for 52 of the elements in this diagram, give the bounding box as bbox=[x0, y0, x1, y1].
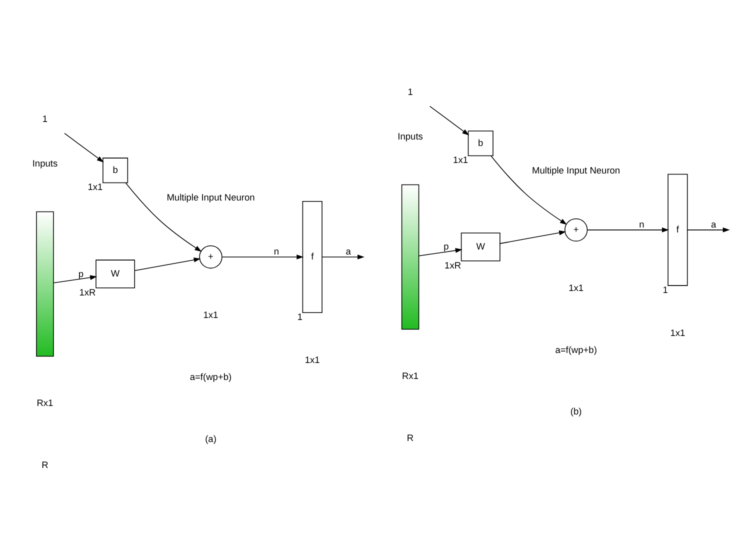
arrow bbox=[490, 155, 567, 225]
node-box: f bbox=[302, 200, 322, 313]
node-box: b bbox=[102, 158, 128, 184]
edge-label: p bbox=[444, 242, 449, 252]
arrow bbox=[322, 254, 364, 260]
node-label: 1x1 bbox=[88, 182, 103, 192]
label: 1x1 bbox=[304, 354, 320, 365]
node-label: 1xR bbox=[444, 260, 462, 270]
arrow bbox=[64, 132, 104, 162]
label: Multiple Input Neuron bbox=[166, 192, 255, 203]
node-text: 1 bbox=[42, 114, 48, 124]
edge-label: n bbox=[274, 246, 280, 256]
arrow bbox=[222, 254, 304, 260]
label: a=f(wp+b) bbox=[190, 372, 232, 382]
label: Rx1 bbox=[36, 398, 54, 408]
node-bar bbox=[36, 211, 54, 357]
node-label: 1 bbox=[662, 284, 668, 295]
label: R bbox=[406, 432, 414, 443]
node-label: 1x1 bbox=[453, 155, 468, 166]
edge-label: n bbox=[639, 219, 644, 230]
node-box: W bbox=[96, 260, 136, 288]
arrow bbox=[500, 230, 566, 244]
node-circle: + bbox=[199, 245, 222, 269]
arrow bbox=[125, 182, 202, 252]
edge-label: p bbox=[78, 268, 84, 279]
arrow bbox=[134, 257, 201, 271]
label: Inputs bbox=[398, 132, 423, 142]
label: 1x1 bbox=[203, 310, 218, 320]
label: Multiple Input Neuron bbox=[532, 166, 620, 176]
arrow bbox=[429, 106, 470, 136]
label: (a) bbox=[205, 434, 216, 444]
label: 1x1 bbox=[568, 283, 584, 294]
node-box: f bbox=[668, 174, 688, 286]
arrow bbox=[687, 227, 730, 232]
node-text: 1 bbox=[408, 86, 413, 97]
arrow bbox=[53, 275, 98, 284]
edge-label: a bbox=[346, 246, 351, 256]
label: Rx1 bbox=[402, 371, 419, 382]
node-box: W bbox=[460, 232, 500, 262]
label: R bbox=[42, 460, 48, 470]
node-circle: + bbox=[564, 218, 588, 242]
node-bar bbox=[401, 184, 420, 330]
arrow bbox=[587, 227, 669, 232]
node-box: b bbox=[468, 130, 494, 156]
label: a=f(wp+b) bbox=[555, 344, 597, 355]
node-label: 1xR bbox=[79, 287, 96, 298]
arrow bbox=[418, 248, 462, 256]
label: Inputs bbox=[32, 158, 58, 169]
node-label: 1 bbox=[297, 312, 303, 322]
edge-label: a bbox=[711, 219, 716, 230]
label: (b) bbox=[570, 406, 582, 417]
label: 1x1 bbox=[670, 328, 686, 338]
